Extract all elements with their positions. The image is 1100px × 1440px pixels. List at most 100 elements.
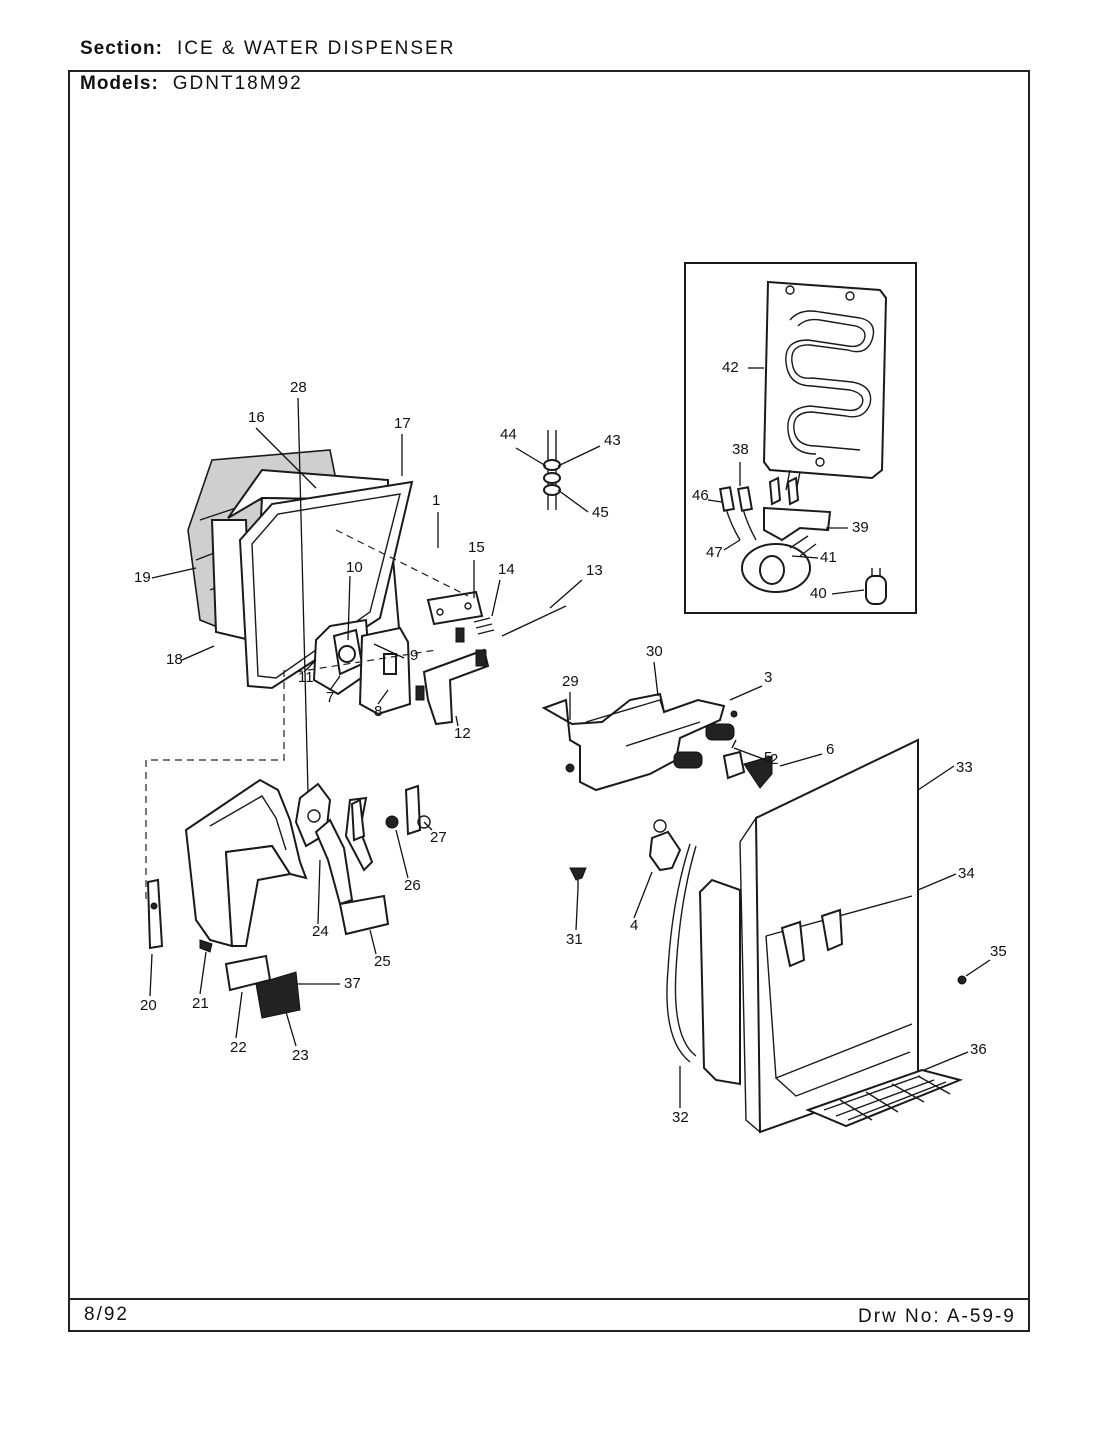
callout-leader-40	[831, 589, 865, 595]
callout-31: 31	[566, 931, 583, 948]
callout-28: 28	[290, 379, 307, 396]
water-paddle	[338, 798, 390, 936]
callout-leader-35	[965, 959, 991, 977]
chute-door	[358, 626, 412, 716]
heater-bracket	[763, 506, 832, 542]
callout-leader-27	[423, 821, 433, 831]
callout-37: 37	[344, 975, 361, 992]
footer-date: 8/92	[84, 1304, 129, 1325]
callout-leader-47	[723, 539, 741, 551]
callout-30: 30	[646, 643, 663, 660]
callout-38: 38	[732, 441, 749, 458]
callout-leader-7	[329, 675, 341, 691]
callout-leader-9	[373, 643, 405, 659]
section-header: Section: ICE & WATER DISPENSER	[80, 38, 455, 60]
callout-42: 42	[722, 359, 739, 376]
callout-leader-25	[369, 929, 377, 955]
callout-leader-4	[633, 871, 653, 919]
callout-leader-31	[575, 887, 579, 931]
callout-15: 15	[468, 539, 485, 556]
callout-leader-45	[557, 489, 589, 513]
callout-leader-26	[395, 829, 409, 879]
callout-10: 10	[346, 559, 363, 576]
callout-leader-11	[303, 659, 317, 673]
callout-22: 22	[230, 1039, 247, 1056]
callout-2: 2	[770, 751, 778, 768]
callout-leader-6	[779, 753, 823, 767]
chute-door-motor	[312, 618, 372, 696]
callout-19: 19	[134, 569, 151, 586]
callout-25: 25	[374, 953, 391, 970]
footer-drawing-number: Drw No: A-59-9	[858, 1306, 1016, 1327]
callout-5: 5	[764, 749, 772, 766]
drawing-frame	[68, 70, 1030, 1332]
models-label: Models:	[80, 73, 159, 94]
callout-leader-14	[491, 579, 501, 617]
callout-leader-41	[791, 555, 819, 559]
lever-mount-bracket	[146, 878, 164, 950]
footer-divider	[68, 1298, 1030, 1300]
callout-12: 12	[454, 725, 471, 742]
actuator-rod	[501, 605, 567, 637]
section-value: ICE & WATER DISPENSER	[176, 38, 456, 59]
actuator-spring	[455, 617, 495, 643]
callout-26: 26	[404, 877, 421, 894]
callout-44: 44	[500, 426, 517, 443]
callout-21: 21	[192, 995, 209, 1012]
gasket-frame	[238, 480, 414, 690]
actuator-bracket-upper	[426, 590, 484, 626]
heater-wiring	[719, 476, 800, 541]
callout-32: 32	[672, 1109, 689, 1126]
callout-23: 23	[292, 1047, 309, 1064]
lever-pad	[255, 971, 301, 1019]
callout-leader-24	[317, 859, 321, 925]
heater-thermostat	[741, 535, 817, 593]
water-nozzle	[648, 819, 682, 872]
models-value: GDNT18M92	[172, 73, 303, 94]
heater-cable	[666, 843, 697, 1063]
callout-leader-10	[347, 575, 351, 641]
lever-bushing	[385, 815, 399, 829]
callout-47: 47	[706, 544, 723, 561]
callout-leader-23	[285, 1011, 297, 1047]
callout-17: 17	[394, 415, 411, 432]
callout-leader-21	[199, 951, 207, 995]
callout-33: 33	[956, 759, 973, 776]
lever-housing	[184, 778, 308, 948]
panel-screw	[957, 975, 967, 985]
callout-leader-13	[549, 579, 583, 609]
callout-3: 3	[764, 669, 772, 686]
callout-16: 16	[248, 409, 265, 426]
water-tube-fittings	[543, 430, 561, 510]
callout-27: 27	[430, 829, 447, 846]
callout-20: 20	[140, 997, 157, 1014]
callout-leader-43	[557, 445, 601, 467]
callout-13: 13	[586, 562, 603, 579]
callout-leader-28	[297, 397, 309, 793]
callout-43: 43	[604, 432, 621, 449]
callout-35: 35	[990, 943, 1007, 960]
bracket-screw-left	[565, 763, 575, 773]
heater-inset-box	[684, 262, 917, 614]
heater-plate	[762, 280, 888, 493]
callout-4: 4	[630, 917, 638, 934]
bracket-screw-right	[730, 710, 738, 718]
callout-41: 41	[820, 549, 837, 566]
callout-leader-20	[149, 953, 153, 997]
callout-leader-19	[151, 567, 197, 579]
callout-leader-3	[729, 685, 763, 701]
callout-6: 6	[826, 741, 834, 758]
callout-34: 34	[958, 865, 975, 882]
actuator-bracket-lower	[415, 648, 490, 726]
models-header: Models: GDNT18M92	[80, 73, 303, 95]
callout-14: 14	[498, 561, 515, 578]
callout-8: 8	[374, 703, 382, 720]
dispenser-back-panel	[698, 878, 741, 1086]
callout-leader-22	[235, 991, 243, 1039]
callout-24: 24	[312, 923, 329, 940]
callout-leader-34	[917, 873, 957, 891]
callout-leader-12	[455, 715, 459, 727]
section-label: Section:	[80, 38, 163, 59]
callout-7: 7	[326, 689, 334, 706]
